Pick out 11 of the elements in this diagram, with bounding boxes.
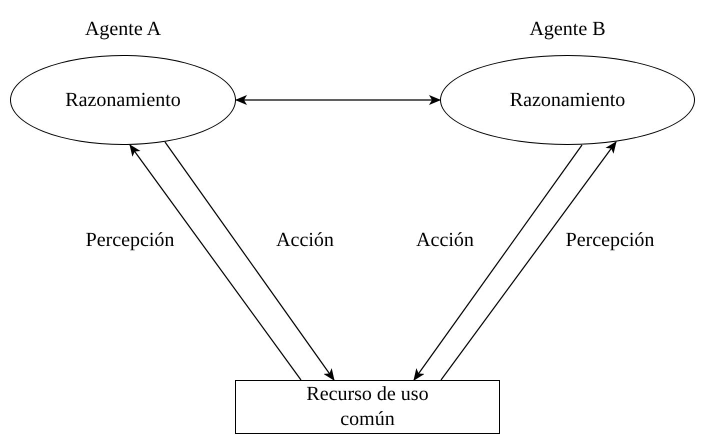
arrow	[164, 142, 335, 381]
node-label: Razonamiento	[508, 88, 626, 112]
node-label: Recurso de uso común	[305, 382, 430, 432]
resource-box	[235, 380, 500, 434]
agent-heading: Agente A	[84, 17, 162, 42]
agent-heading: Agente B	[528, 17, 607, 42]
node-label: Razonamiento	[64, 88, 182, 112]
arrow	[235, 95, 441, 105]
arrow	[413, 144, 582, 381]
arrow	[440, 141, 617, 380]
arrow	[129, 144, 302, 380]
